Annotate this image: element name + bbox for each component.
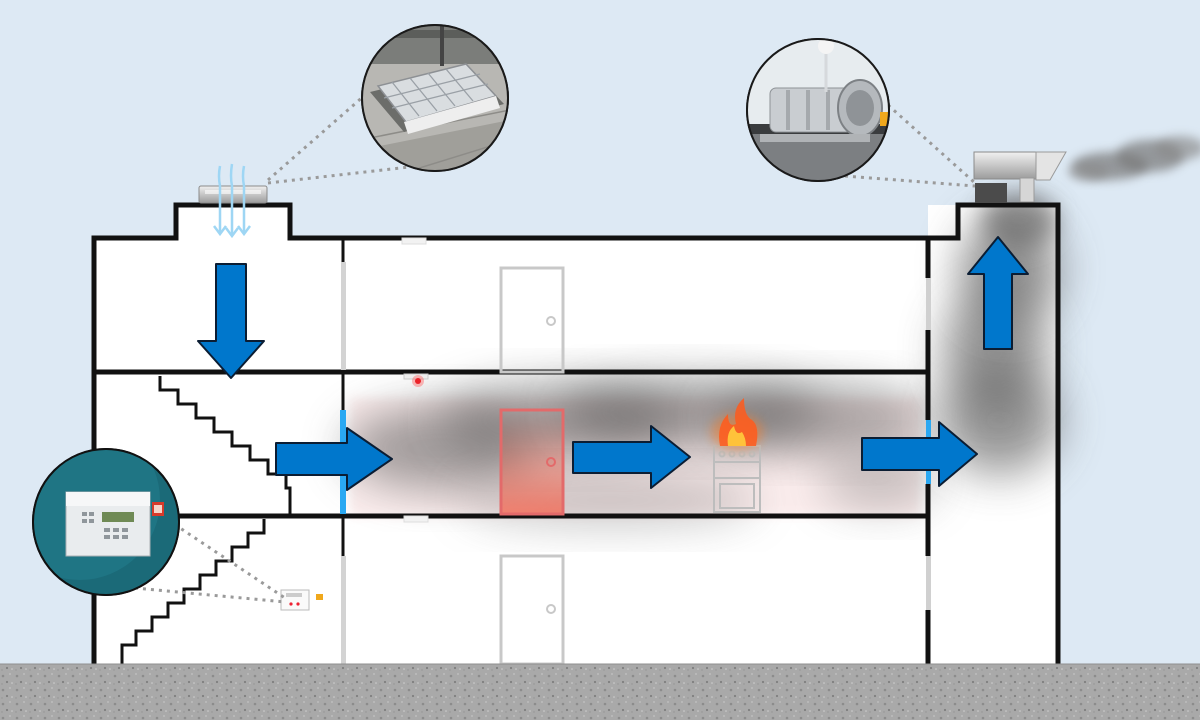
door-icon-top: [499, 266, 565, 374]
stair-to-corridor-arrow-icon: [275, 427, 393, 491]
ground: [0, 664, 1200, 720]
staircase-lower-icon: [120, 519, 266, 664]
extract-fan-photo-callout: [746, 38, 890, 182]
rooftop-vent-photo-callout: [361, 24, 509, 172]
airflow-arrows: [197, 236, 1029, 491]
shaft-up-arrow-icon: [967, 236, 1029, 350]
exhaust-smoke-plume: [1068, 136, 1200, 181]
smoke-extract-fan-icon: [973, 151, 1067, 203]
corridor-arrow-icon: [572, 425, 691, 489]
staircase-upper-icon: [158, 376, 292, 514]
smoke-detector-icon: [401, 237, 429, 523]
fire-icon: [711, 398, 763, 450]
fire-alarm-control-panel-small-icon: [280, 589, 323, 611]
door-icon-fire-floor: [499, 408, 565, 516]
inlet-down-arrow-icon: [197, 263, 265, 379]
fresh-air-inlet-arrows-icon: [213, 163, 251, 239]
corridor-to-shaft-arrow-icon: [861, 421, 978, 487]
callout-leaders: [134, 93, 977, 604]
